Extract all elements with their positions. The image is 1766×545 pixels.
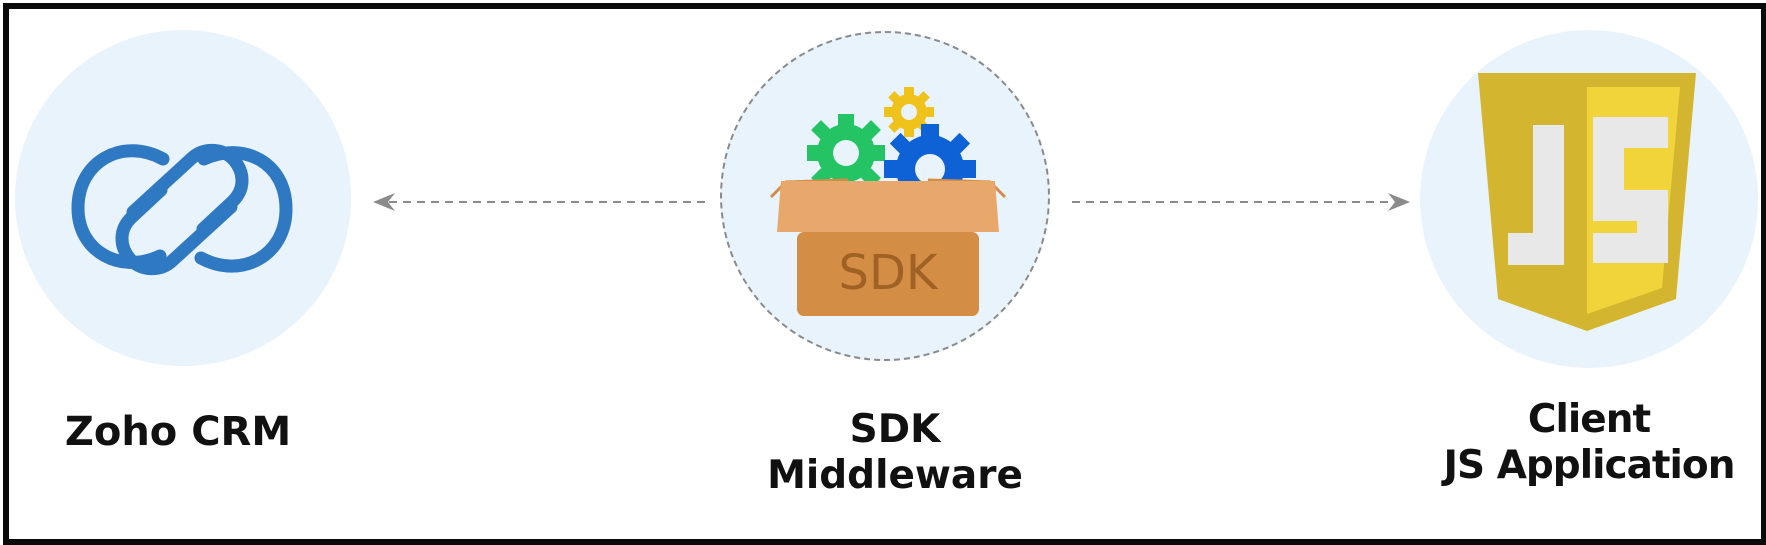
sdk-box-icon: SDK xyxy=(769,87,1007,316)
zoho-crm-label: Zoho CRM xyxy=(49,409,307,456)
javascript-logo-icon xyxy=(1478,73,1696,331)
client-label-line: Client xyxy=(1527,397,1651,442)
arrow-left-connector xyxy=(373,193,707,211)
sdk-box-label: SDK xyxy=(839,245,939,301)
js-application-label-line: JS Application xyxy=(1443,442,1736,488)
arrow-right-connector xyxy=(1072,193,1410,211)
middleware-label-line: Middleware xyxy=(767,452,1023,498)
zoho-crm-label-line: Zoho CRM xyxy=(64,409,292,455)
sdk-middleware-label: SDK Middleware xyxy=(761,407,1029,498)
sdk-label-line: SDK xyxy=(849,407,941,452)
client-js-application-label: Client JS Application xyxy=(1425,397,1753,488)
diagram-frame: SDK Zoho CRM SDK Middleware Client JS Ap… xyxy=(3,3,1766,545)
yellow-gear-icon xyxy=(884,87,934,137)
zoho-crm-circle xyxy=(15,30,351,366)
diagram-canvas: SDK Zoho CRM SDK Middleware Client JS Ap… xyxy=(9,9,1761,539)
zoho-logo-icon xyxy=(71,143,293,276)
